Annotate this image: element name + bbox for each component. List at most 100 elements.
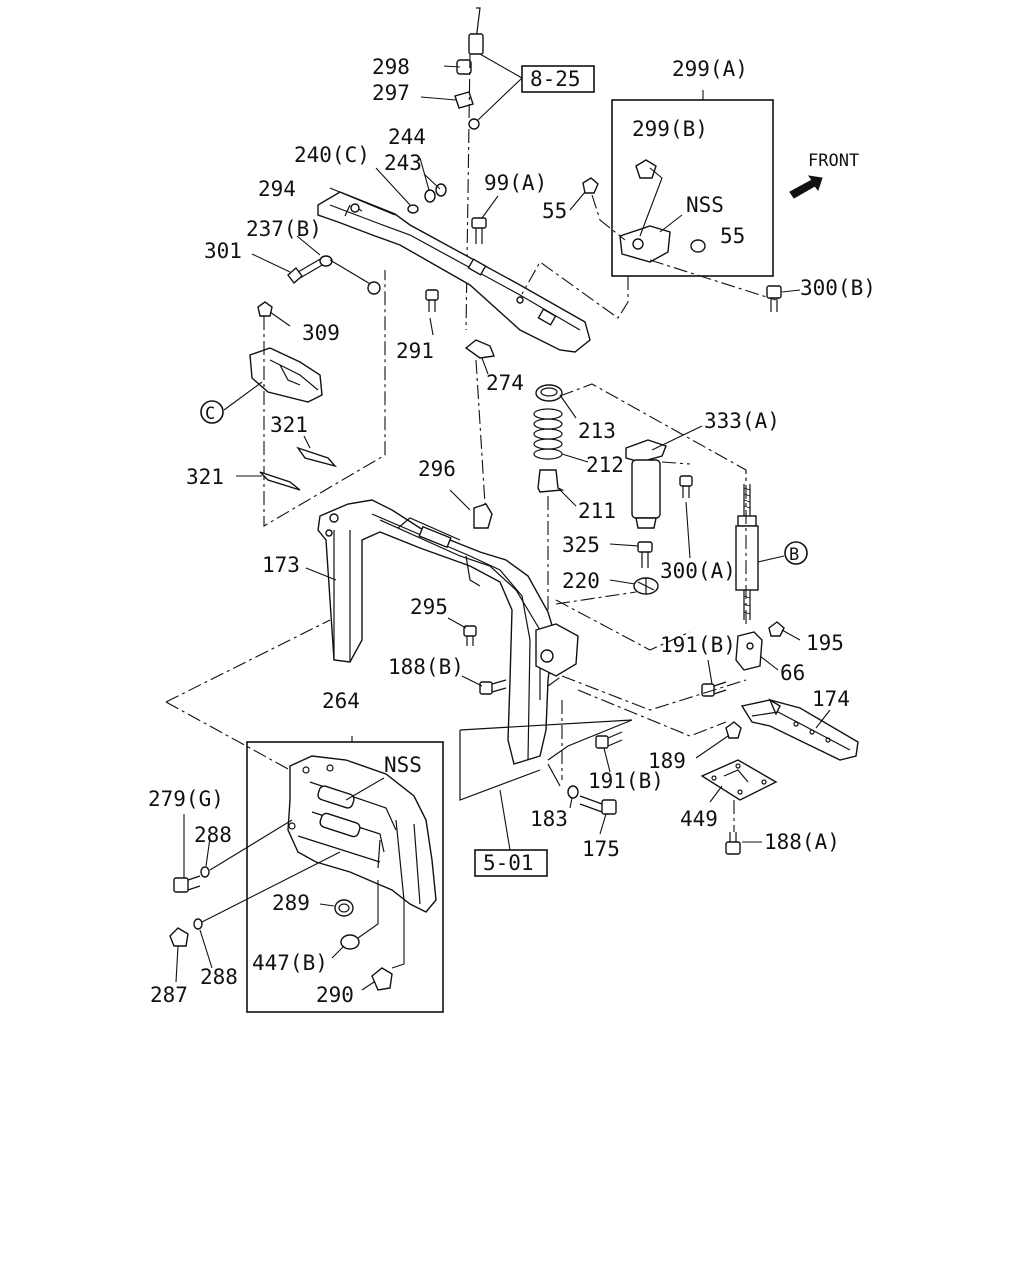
label-296: 296 — [418, 457, 456, 481]
label-175: 175 — [582, 837, 620, 861]
label-188a: 188(A) — [764, 830, 840, 854]
nut-55-part — [582, 177, 599, 194]
label-237b: 237(B) — [246, 217, 322, 241]
label-nss-top: NSS — [686, 193, 724, 217]
label-188b: 188(B) — [388, 655, 464, 679]
label-66: 66 — [780, 661, 805, 685]
detail-box-299a — [611, 99, 774, 277]
label-8-25[interactable]: 8-25 — [530, 67, 581, 91]
label-240c: 240(C) — [294, 143, 370, 167]
bolt-99a-part — [471, 217, 487, 244]
label-264: 264 — [322, 689, 360, 713]
label-173: 173 — [262, 553, 300, 577]
label-288-lower: 288 — [200, 965, 238, 989]
bolt-300b-part — [766, 285, 782, 312]
sleeve-237b-part — [319, 255, 381, 295]
label-300a: 300(A) — [660, 559, 736, 583]
label-nss-box: NSS — [384, 753, 422, 777]
label-295: 295 — [410, 595, 448, 619]
label-195: 195 — [806, 631, 844, 655]
bolt-175-part — [579, 795, 617, 815]
label-325: 325 — [562, 533, 600, 557]
label-99a: 99(A) — [484, 171, 547, 195]
shock-absorber-part — [735, 484, 759, 620]
bolt-279g-part — [173, 875, 201, 893]
side-frame-173-part — [317, 499, 579, 765]
ref-box-8-25[interactable] — [521, 65, 595, 93]
label-297: 297 — [372, 81, 410, 105]
coil-spring-212-part — [533, 408, 563, 460]
ref-box-5-01[interactable] — [474, 849, 548, 877]
bolt-301-part — [287, 257, 325, 285]
label-299a: 299(A) — [672, 57, 748, 81]
shims-321-part — [259, 446, 338, 491]
label-279g: 279(G) — [148, 787, 224, 811]
label-301: 301 — [204, 239, 242, 263]
label-449: 449 — [680, 807, 718, 831]
bushing-289-part — [334, 899, 354, 917]
nut-287-part — [169, 927, 189, 947]
canister-333a-part — [625, 439, 667, 529]
plug-447b-part — [340, 934, 360, 950]
label-299b: 299(B) — [632, 117, 708, 141]
label-front: FRONT — [808, 151, 859, 171]
label-55-left: 55 — [542, 199, 567, 223]
bolt-188a-part — [725, 832, 741, 855]
bolt-291-part — [425, 289, 439, 312]
clip-296-part — [473, 503, 493, 529]
bolt-325-part — [637, 541, 653, 568]
washer-288-upper-part — [200, 866, 210, 878]
washer-183-part — [567, 785, 579, 799]
label-274: 274 — [486, 371, 524, 395]
circle-callout-b[interactable] — [784, 541, 808, 565]
label-291: 291 — [396, 339, 434, 363]
label-298: 298 — [372, 55, 410, 79]
label-244: 244 — [388, 125, 426, 149]
spring-seat-213-part — [535, 384, 563, 402]
bolt-295-part — [463, 625, 477, 646]
label-333a: 333(A) — [704, 409, 780, 433]
label-191b-upper: 191(B) — [660, 633, 736, 657]
washer-288-lower-part — [193, 918, 203, 930]
centerline-harness — [465, 53, 471, 331]
label-220: 220 — [562, 569, 600, 593]
bolt-300a-part — [679, 475, 693, 498]
label-183: 183 — [530, 807, 568, 831]
label-212: 212 — [586, 453, 624, 477]
bracket-274-part — [464, 339, 495, 359]
label-5-01[interactable]: 5-01 — [483, 851, 534, 875]
insulator-220-part — [633, 577, 659, 595]
detail-box-264 — [246, 741, 444, 1013]
label-294: 294 — [258, 177, 296, 201]
label-287: 287 — [150, 983, 188, 1007]
label-189: 189 — [648, 749, 686, 773]
crossrail-174-part — [740, 698, 859, 761]
label-321-bottom: 321 — [186, 465, 224, 489]
label-243: 243 — [384, 151, 422, 175]
label-circle-b[interactable]: B — [789, 545, 799, 565]
mount-bracket-264-part — [287, 755, 437, 913]
label-289: 289 — [272, 891, 310, 915]
upper-crossmember-part — [317, 191, 591, 353]
bolt-191b-lower-part — [595, 731, 623, 749]
label-191b-lower: 191(B) — [588, 769, 664, 793]
label-300b: 300(B) — [800, 276, 876, 300]
label-290: 290 — [316, 983, 354, 1007]
label-447b: 447(B) — [252, 951, 328, 975]
circle-callout-c[interactable] — [200, 400, 224, 424]
bolt-188b-part — [479, 679, 507, 695]
label-213: 213 — [578, 419, 616, 443]
label-321-top: 321 — [270, 413, 308, 437]
label-circle-c[interactable]: C — [205, 404, 215, 424]
bolt-189-part — [725, 721, 742, 739]
plate-449-part — [700, 759, 778, 801]
label-309: 309 — [302, 321, 340, 345]
washer-stack-parts — [407, 183, 447, 214]
bump-stop-211-part — [537, 469, 565, 493]
bracket-299a-part — [619, 159, 706, 263]
label-174: 174 — [812, 687, 850, 711]
bolt-191b-upper-part — [701, 681, 727, 697]
front-arrow-icon — [789, 175, 823, 199]
floor-rail-outline — [459, 719, 633, 801]
